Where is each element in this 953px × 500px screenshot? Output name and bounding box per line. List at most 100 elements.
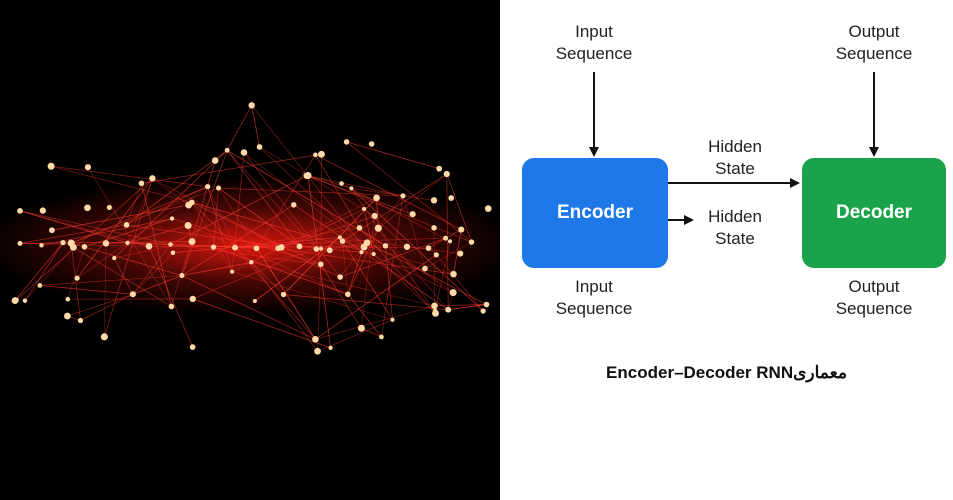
network-node — [248, 102, 255, 109]
network-edge — [347, 294, 382, 338]
network-edge — [132, 275, 183, 295]
network-node — [450, 270, 457, 278]
network-edge — [191, 202, 374, 255]
network-edge — [259, 146, 374, 255]
network-node — [447, 239, 453, 244]
network-node — [240, 149, 248, 156]
network-edge — [402, 195, 426, 269]
network-edge — [243, 152, 341, 278]
network-edge — [71, 187, 219, 244]
network-edge — [446, 174, 449, 310]
network-edge — [213, 188, 219, 248]
network-edge — [434, 304, 487, 307]
network-edge — [213, 246, 348, 295]
network-node — [129, 291, 136, 298]
network-edge — [293, 204, 449, 310]
network-node — [77, 317, 84, 324]
network-node — [189, 344, 196, 350]
network-edge — [218, 187, 300, 247]
network-edge — [218, 187, 403, 197]
hidden-state-label-top: Hidden State — [708, 137, 762, 178]
encoder-box: Encoder — [522, 158, 668, 268]
network-edge — [307, 175, 472, 243]
network-edge — [434, 241, 451, 311]
network-edge — [446, 173, 472, 243]
encoder-label: Encoder — [556, 202, 634, 223]
network-node — [422, 265, 428, 272]
network-node — [123, 222, 130, 228]
network-edge — [126, 149, 228, 226]
network-edge — [87, 167, 172, 307]
top-right-label: Output Sequence — [835, 22, 913, 63]
network-node — [431, 225, 437, 231]
network-node — [313, 152, 318, 158]
network-node — [168, 303, 175, 310]
network-node — [230, 269, 235, 274]
network-node — [185, 201, 192, 209]
network-edge — [363, 208, 408, 248]
network-node — [483, 301, 490, 308]
network-edge — [376, 197, 379, 229]
network-edge — [127, 225, 189, 244]
network-edge — [306, 175, 404, 197]
network-edge — [363, 208, 375, 255]
network-node — [445, 306, 452, 313]
network-edge — [231, 197, 377, 273]
network-node — [425, 245, 432, 251]
network-edge — [277, 247, 341, 278]
network-node — [100, 333, 108, 341]
network-edge — [170, 244, 321, 265]
network-node — [337, 274, 343, 280]
network-edge — [256, 154, 316, 249]
network-node — [304, 171, 312, 180]
network-node — [443, 235, 449, 241]
neural-network-illustration — [0, 0, 500, 500]
network-edge — [172, 237, 340, 254]
network-node — [480, 308, 486, 314]
network-edge — [231, 152, 245, 272]
network-node — [374, 224, 382, 232]
network-edge — [104, 243, 107, 337]
network-node — [65, 296, 71, 302]
hidden-state-label-bottom: Hidden State — [708, 207, 762, 248]
network-node — [102, 240, 110, 247]
network-edge — [363, 246, 429, 249]
network-edge — [181, 150, 228, 276]
network-node — [317, 261, 324, 268]
network-node — [39, 207, 46, 214]
network-edge — [226, 105, 252, 151]
network-edge — [187, 225, 348, 295]
network-node — [67, 239, 75, 247]
network-node — [359, 250, 364, 255]
network-node — [39, 243, 44, 248]
network-node — [149, 175, 156, 182]
network-edge — [317, 264, 322, 352]
network-node — [458, 226, 465, 233]
network-node — [448, 195, 455, 201]
network-edge — [73, 246, 172, 307]
network-node — [433, 252, 439, 258]
network-edge — [39, 275, 182, 286]
network-node — [400, 193, 406, 199]
network-node — [125, 240, 130, 246]
network-edge — [351, 188, 435, 201]
network-edge — [361, 215, 375, 329]
network-node — [275, 245, 281, 252]
network-node — [249, 259, 254, 265]
network-edge — [70, 243, 81, 321]
network-node — [436, 165, 443, 172]
network-node — [371, 251, 376, 257]
network-node — [47, 162, 55, 170]
network-node — [210, 244, 217, 250]
top-left-label: Input Sequence — [555, 22, 633, 63]
network-edge — [347, 228, 379, 295]
network-edge — [19, 210, 150, 247]
network-node — [170, 250, 176, 256]
network-edge — [76, 186, 208, 279]
network-edge — [299, 245, 386, 247]
network-node — [169, 216, 175, 221]
network-edge — [340, 237, 446, 278]
network-edge — [71, 242, 183, 276]
decoder-box: Decoder — [802, 158, 946, 268]
network-edge — [148, 246, 193, 348]
